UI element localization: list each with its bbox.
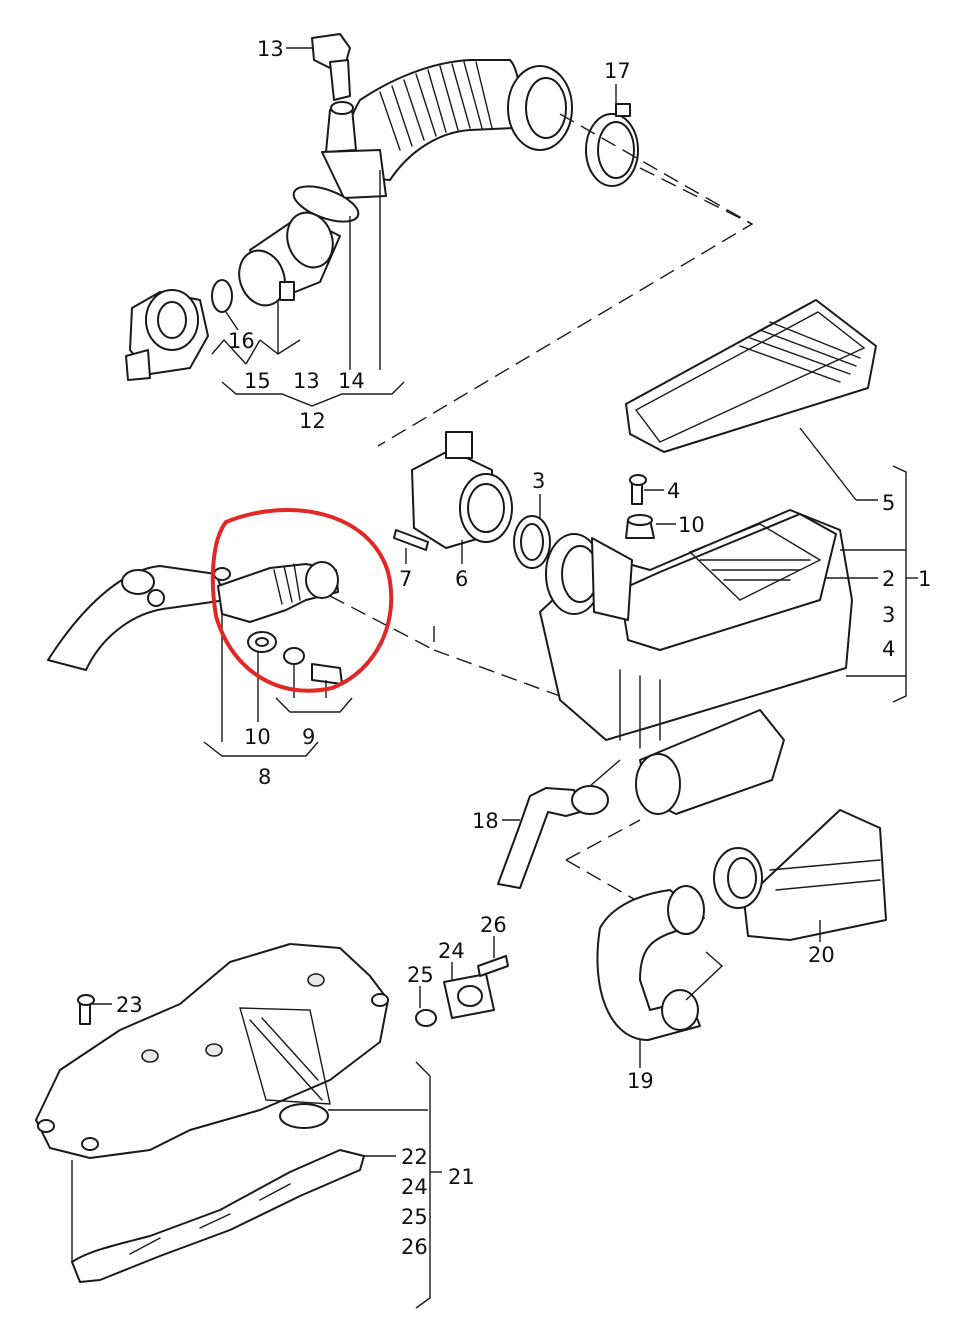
callout-17: 17 [604, 59, 631, 83]
callout-8: 8 [258, 765, 271, 789]
callout-21: 21 [448, 1165, 475, 1189]
breather-hose-group [47, 561, 561, 757]
callout-23: 23 [116, 993, 143, 1017]
air-filter-assembly [539, 299, 918, 815]
manifold-group [35, 936, 509, 1309]
callout-10-grommet: 10 [678, 513, 705, 537]
callout-14: 14 [338, 369, 365, 393]
hose-18 [497, 759, 621, 889]
intake-duct-group [565, 809, 887, 1068]
callout-19: 19 [627, 1069, 654, 1093]
maf-sensor-group [393, 431, 551, 569]
callout-3-list: 3 [882, 603, 895, 627]
callout-3: 3 [532, 469, 545, 493]
callout-25-list: 25 [401, 1205, 428, 1229]
callout-1: 1 [918, 567, 931, 591]
callout-24-list: 24 [401, 1175, 428, 1199]
callout-18: 18 [472, 809, 499, 833]
callout-26-list: 26 [401, 1235, 428, 1259]
callout-24-top: 24 [438, 939, 465, 963]
callout-9: 9 [302, 725, 315, 749]
callout-22: 22 [401, 1145, 428, 1169]
callout-2: 2 [882, 567, 895, 591]
callout-12: 12 [299, 409, 326, 433]
callout-labels: 13 17 16 15 13 14 12 3 4 10 5 7 6 2 1 3 … [116, 37, 931, 1259]
callout-7: 7 [399, 567, 412, 591]
callout-25-top: 25 [407, 963, 434, 987]
callout-4-list: 4 [882, 637, 895, 661]
callout-20: 20 [808, 943, 835, 967]
callout-15: 15 [244, 369, 271, 393]
callout-13-group: 13 [293, 369, 320, 393]
callout-16: 16 [228, 329, 255, 353]
callout-5: 5 [882, 491, 895, 515]
callout-13-sensor: 13 [257, 37, 284, 61]
highlight-circle [210, 508, 394, 693]
callout-10-washer: 10 [244, 725, 271, 749]
callout-4-bolt: 4 [667, 479, 680, 503]
callout-6: 6 [455, 567, 468, 591]
intake-hose-assembly [125, 33, 754, 447]
callout-26-top: 26 [480, 913, 507, 937]
